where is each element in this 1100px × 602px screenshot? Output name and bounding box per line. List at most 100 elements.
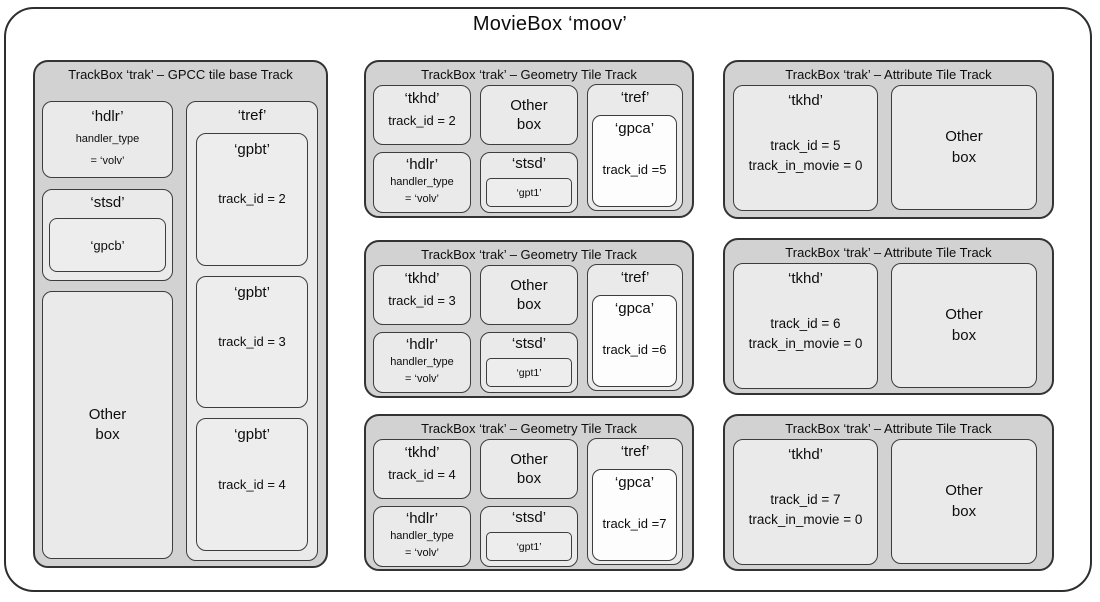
gpca-box: ‘gpca’ track_id =5 xyxy=(592,115,677,207)
stsd-box: ‘stsd’ ‘gpt1’ xyxy=(480,506,578,567)
gpt1-box: ‘gpt1’ xyxy=(486,532,572,561)
handler-type-value: = ‘volv’ xyxy=(405,372,439,385)
tref-title: ‘tref’ xyxy=(620,269,650,286)
stsd-box: ‘stsd’ ‘gpt1’ xyxy=(480,152,578,213)
tref-box: ‘tref’ ‘gpca’ track_id =5 xyxy=(587,84,683,211)
track-id-label: track_id = 3 xyxy=(388,293,456,308)
handler-type-line: handler_type xyxy=(390,530,454,542)
track-id-label: track_id = 2 xyxy=(218,191,286,207)
handler-type-line: handler_type xyxy=(75,133,140,145)
tkhd-box: ‘tkhd’ track_id = 2 xyxy=(373,85,471,145)
gpbt-title: ‘gpbt’ xyxy=(234,141,270,158)
trackbox-header: TrackBox ‘trak’ – Geometry Tile Track xyxy=(421,67,637,82)
tkhd-box: ‘tkhd’ track_id = 5 track_in_movie = 0 xyxy=(733,85,878,211)
other-box-label: Other box xyxy=(945,306,983,344)
attribute-tile-trackbox-2: TrackBox ‘trak’ – Attribute Tile Track ‘… xyxy=(723,238,1054,395)
track-id-label: track_id = 7 xyxy=(770,492,841,507)
track-id-label: track_id = 6 xyxy=(770,316,841,331)
other-box-label: Other box xyxy=(510,450,548,488)
trackbox-header: TrackBox ‘trak’ – Geometry Tile Track xyxy=(421,247,637,262)
track-id-label: track_id = 4 xyxy=(388,467,456,482)
track-id-label: track_id =6 xyxy=(602,342,667,357)
track-id-label: track_id = 2 xyxy=(388,113,456,128)
gpcb-label: ‘gpcb’ xyxy=(90,237,125,253)
other-box-label: Other box xyxy=(510,276,548,314)
gpbt-stack: ‘gpbt’ track_id = 2 ‘gpbt’ track_id = 3 … xyxy=(196,133,308,552)
geometry-tile-trackbox-3: TrackBox ‘trak’ – Geometry Tile Track ‘t… xyxy=(364,414,694,571)
other-box-label: Other box xyxy=(945,128,983,166)
stsd-title: ‘stsd’ xyxy=(511,155,547,172)
tkhd-title: ‘tkhd’ xyxy=(787,270,824,287)
gpca-title: ‘gpca’ xyxy=(614,300,655,317)
track-id-label: track_id =5 xyxy=(602,162,667,177)
tkhd-title: ‘tkhd’ xyxy=(404,270,440,287)
track-id-label: track_id = 5 xyxy=(770,138,841,153)
stsd-box: ‘stsd’ ‘gpt1’ xyxy=(480,332,578,393)
tref-title: ‘tref’ xyxy=(620,443,650,460)
tref-title: ‘tref’ xyxy=(237,107,267,124)
attribute-tile-trackbox-3: TrackBox ‘trak’ – Attribute Tile Track ‘… xyxy=(723,414,1054,571)
gpt1-label: ‘gpt1’ xyxy=(516,540,542,553)
gpca-title: ‘gpca’ xyxy=(614,474,655,491)
handler-type-line: handler_type xyxy=(390,176,454,188)
stsd-title: ‘stsd’ xyxy=(90,194,125,211)
tkhd-title: ‘tkhd’ xyxy=(787,446,824,463)
tkhd-title: ‘tkhd’ xyxy=(787,92,824,109)
tref-box: ‘tref’ ‘gpbt’ track_id = 2 ‘gpbt’ track_… xyxy=(186,101,318,561)
hdlr-box: ‘hdlr’ handler_type = ‘volv’ xyxy=(373,332,471,393)
handler-type-value: = ‘volv’ xyxy=(90,154,125,167)
gpca-title: ‘gpca’ xyxy=(614,120,655,137)
diagram-title: MovieBox ‘moov’ xyxy=(472,13,628,35)
hdlr-title: ‘hdlr’ xyxy=(405,336,439,353)
track-id-label: track_id = 3 xyxy=(218,334,286,350)
gpbt-box-2: ‘gpbt’ track_id = 3 xyxy=(196,275,308,409)
tkhd-box: ‘tkhd’ track_id = 7 track_in_movie = 0 xyxy=(733,439,878,565)
gpbt-box-1: ‘gpbt’ track_id = 2 xyxy=(196,133,308,266)
gpca-box: ‘gpca’ track_id =7 xyxy=(592,469,677,561)
trackbox-header: TrackBox ‘trak’ – Attribute Tile Track xyxy=(785,421,992,436)
track-id-label: track_id = 4 xyxy=(218,476,286,492)
gpt1-label: ‘gpt1’ xyxy=(516,186,542,199)
trackbox-header: TrackBox ‘trak’ – Geometry Tile Track xyxy=(421,421,637,436)
other-box: Other box xyxy=(891,263,1037,388)
trackbox-header: TrackBox ‘trak’ – Attribute Tile Track xyxy=(785,67,992,82)
gpcc-tile-base-trackbox: TrackBox ‘trak’ – GPCC tile base Track ‘… xyxy=(33,60,328,568)
track-in-movie-label: track_in_movie = 0 xyxy=(748,511,863,527)
hdlr-box: ‘hdlr’ handler_type = ‘volv’ xyxy=(373,152,471,213)
handler-type-value: = ‘volv’ xyxy=(405,192,439,205)
hdlr-box: ‘hdlr’ handler_type = ‘volv’ xyxy=(373,506,471,567)
hdlr-title: ‘hdlr’ xyxy=(91,108,124,125)
tref-box: ‘tref’ ‘gpca’ track_id =6 xyxy=(587,264,683,391)
gpt1-label: ‘gpt1’ xyxy=(516,366,542,379)
geometry-tile-trackbox-2: TrackBox ‘trak’ – Geometry Tile Track ‘t… xyxy=(364,240,694,398)
track-in-movie-label: track_in_movie = 0 xyxy=(748,335,863,351)
tref-title: ‘tref’ xyxy=(620,89,650,106)
tkhd-title: ‘tkhd’ xyxy=(404,444,440,461)
stsd-title: ‘stsd’ xyxy=(511,335,547,352)
track-in-movie-label: track_in_movie = 0 xyxy=(748,157,863,173)
trackbox-header: TrackBox ‘trak’ – Attribute Tile Track xyxy=(785,245,992,260)
other-box: Other box xyxy=(42,291,173,559)
other-box-label: Other box xyxy=(88,405,127,443)
hdlr-title: ‘hdlr’ xyxy=(405,510,439,527)
tkhd-box: ‘tkhd’ track_id = 6 track_in_movie = 0 xyxy=(733,263,878,389)
gpbt-title: ‘gpbt’ xyxy=(234,426,270,444)
hdlr-title: ‘hdlr’ xyxy=(405,156,439,173)
handler-type-line: handler_type xyxy=(390,356,454,368)
attribute-tile-trackbox-1: TrackBox ‘trak’ – Attribute Tile Track ‘… xyxy=(723,60,1054,219)
other-box: Other box xyxy=(891,85,1037,210)
tref-box: ‘tref’ ‘gpca’ track_id =7 xyxy=(587,438,683,565)
other-box-label: Other box xyxy=(945,482,983,520)
hdlr-box: ‘hdlr’ handler_type = ‘volv’ xyxy=(42,101,173,178)
gpt1-box: ‘gpt1’ xyxy=(486,178,572,207)
tkhd-box: ‘tkhd’ track_id = 4 xyxy=(373,439,471,499)
stsd-box: ‘stsd’ ‘gpcb’ xyxy=(42,189,173,281)
tkhd-box: ‘tkhd’ track_id = 3 xyxy=(373,265,471,325)
tkhd-title: ‘tkhd’ xyxy=(404,90,440,107)
gpcb-box: ‘gpcb’ xyxy=(49,218,166,272)
gpbt-title: ‘gpbt’ xyxy=(234,283,270,301)
handler-type-value: = ‘volv’ xyxy=(405,546,439,559)
gpca-box: ‘gpca’ track_id =6 xyxy=(592,295,677,387)
other-box: Other box xyxy=(480,265,578,325)
other-box: Other box xyxy=(480,85,578,145)
